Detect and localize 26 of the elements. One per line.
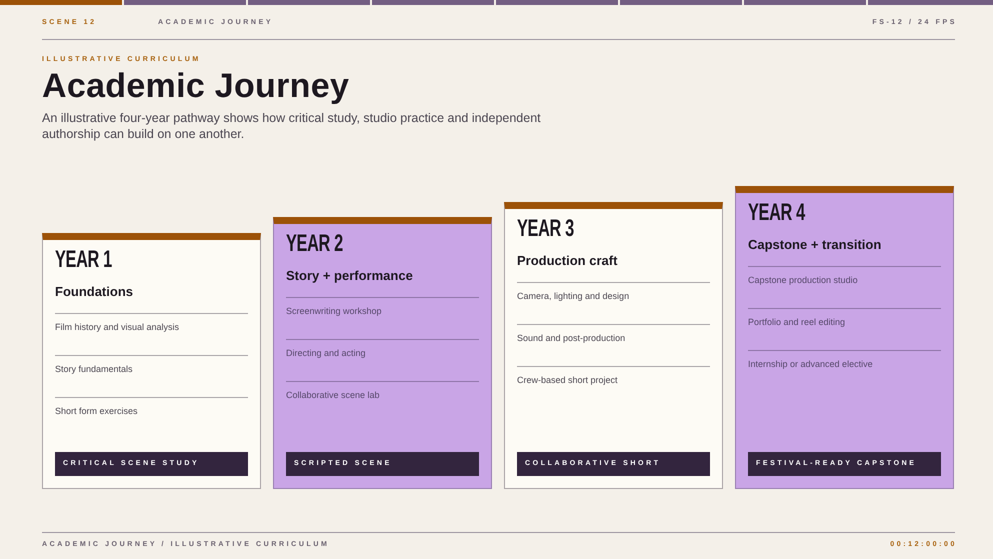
year-card [42,233,261,489]
intro-text: An illustrative four-year pathway shows how critical study, studio practice and independent authorship can build on one another. [42,110,542,142]
year-heading: YEAR 2 [286,231,343,257]
course-item: Camera, lighting and design [517,291,630,302]
course-item: Collaborative scene lab [286,390,380,401]
focus-title: Production craft [517,253,618,269]
year-card [273,217,492,489]
course-item: Capstone production studio [748,275,858,286]
course-item: Short form exercises [55,406,138,417]
focus-title: Story + performance [286,268,413,284]
page-title: Academic Journey [42,66,350,106]
course-item: Internship or advanced elective [748,359,873,370]
course-item: Story fundamentals [55,364,133,375]
course-item: Sound and post-production [517,333,626,344]
course-item: Screenwriting workshop [286,306,382,317]
year-card [735,186,954,489]
course-item: Crew-based short project [517,375,618,386]
year-heading: YEAR 4 [748,200,805,226]
course-item: Film history and visual analysis [55,322,180,333]
course-item: Portfolio and reel editing [748,317,846,328]
focus-title: Foundations [55,284,133,300]
year-card [504,202,723,489]
year-heading: YEAR 3 [517,216,574,242]
year-heading: YEAR 1 [55,247,112,273]
course-item: Directing and acting [286,348,366,359]
focus-title: Capstone + transition [748,237,882,253]
